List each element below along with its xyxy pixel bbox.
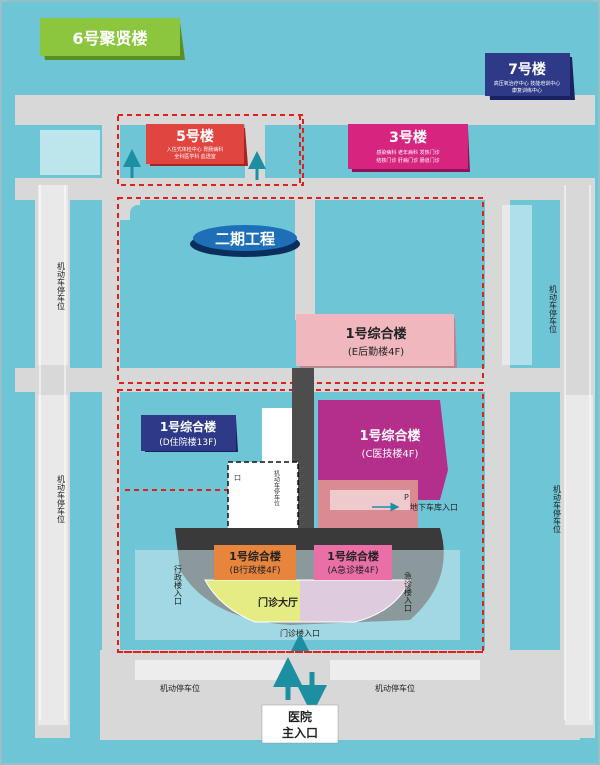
parking-left-label: 机动车停车位 [57,261,66,310]
outpatient-hall-label: 门诊大厅 [258,596,298,609]
admin-entrance-label: 行政楼入口 [174,564,183,605]
building-3-title: 3号楼 [389,129,427,146]
parking-bottom-right-label: 机动停车位 [375,683,415,693]
building-1-b-title: 1号综合楼 [229,549,281,563]
building-3-dept-1: 感染病科 老年病科 发热门诊 [376,149,439,156]
garage-entrance[interactable]: P 地下车库入口 [372,493,458,512]
building-1-d[interactable]: 1号综合楼 (D住院楼13F) [141,415,238,452]
emergency-entrance-label: 急诊楼入口 [404,571,413,612]
parking-strip-right [502,205,593,725]
building-1-d-sub: (D住院楼13F) [159,436,217,448]
building-3-dept-2: 结核门诊 肝病门诊 肠道门诊 [376,157,439,164]
building-1-a[interactable]: 1号综合楼 (A急诊楼4F) [314,545,392,580]
garage-entrance-label: 地下车库入口 [410,502,458,512]
building-1-b-sub: (B行政楼4F) [229,564,280,576]
outpatient-hall[interactable]: 门诊大厅 [258,596,298,609]
main-entrance[interactable]: 医院 主入口 [261,704,339,744]
building-1-d-title: 1号综合楼 [160,419,216,434]
parking-left-label-2: 机动车停车位 [57,474,66,523]
phase2-title: 二期工程 [215,230,275,248]
building-1-c-title: 1号综合楼 [359,428,420,444]
building-5[interactable]: 5号楼 入住式体检中心 胃肠病科 全科医学科 血透室 [146,124,248,166]
outpatient-entrance-label: 门诊楼入口 [280,628,320,638]
parking-right-label: 机动车停车位 [549,284,558,333]
building-7-title: 7号楼 [508,61,546,78]
building-1-b[interactable]: 1号综合楼 (B行政楼4F) [214,545,296,580]
building-1-e[interactable]: 1号综合楼 (E后勤楼4F) [296,314,457,368]
building-1-c-sub: (C医技楼4F) [362,447,419,460]
parking-stripes [39,185,591,720]
garage-p-icon: P [404,493,409,502]
small-box-mark: 口 [234,474,241,482]
parking-strip-left [38,185,68,725]
parking-center-label: 机动车停车位 [273,469,280,506]
parking-bottom-lots [135,660,480,680]
parking-bottom-left-label: 机动停车位 [160,683,200,693]
building-5-dept-1: 入住式体检中心 胃肠病科 [167,146,224,153]
building-6-title: 6号聚贤楼 [72,29,147,48]
building-7-dept-2: 康复训练中心 [512,87,542,94]
main-entrance-line2: 主入口 [282,725,318,740]
building-1-c[interactable]: 1号综合楼 (C医技楼4F) [318,400,448,528]
phase2-project[interactable]: 二期工程 [190,225,300,257]
top-left-lot [40,130,100,175]
building-6[interactable]: 6号聚贤楼 [40,18,185,60]
building-7-dept-1: 高压氧治疗中心 技能培训中心 [494,80,561,87]
building-3[interactable]: 3号楼 感染病科 老年病科 发热门诊 结核门诊 肝病门诊 肠道门诊 [348,124,470,172]
central-corridor: 口 机动车停车位 [227,368,314,533]
building-1-a-sub: (A急诊楼4F) [327,564,378,576]
building-1-e-title: 1号综合楼 [345,326,406,342]
building-1-a-title: 1号综合楼 [327,549,379,563]
parking-right-label-2: 机动车停车位 [553,484,562,533]
building-5-title: 5号楼 [176,128,214,145]
building-5-dept-2: 全科医学科 血透室 [174,153,216,160]
direction-arrows [123,149,327,715]
building-7[interactable]: 7号楼 高压氧治疗中心 技能培训中心 康复训练中心 [485,53,575,100]
main-entrance-line1: 医院 [288,709,312,724]
building-1-e-sub: (E后勤楼4F) [348,345,404,358]
